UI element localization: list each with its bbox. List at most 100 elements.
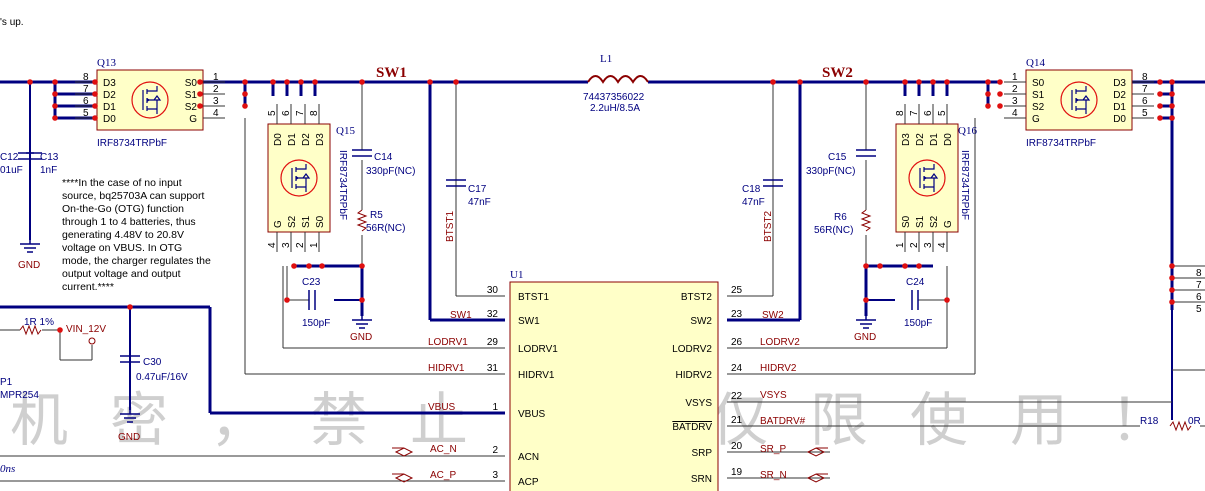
u1-pin-name: VSYS	[685, 398, 712, 409]
c30-val: 0.47uF/16V	[136, 372, 188, 383]
mosfet-pin-name: S0	[185, 78, 198, 89]
junction-dot	[902, 263, 908, 269]
ground-label: GND	[18, 260, 40, 271]
mosfet-pin-name: D3	[1113, 78, 1126, 89]
junction-dot	[242, 91, 248, 97]
mosfet-pin-num: 4	[267, 242, 278, 248]
junction-dot	[1157, 103, 1163, 109]
mosfet-pin-num: 6	[1142, 96, 1148, 107]
junction-dot	[770, 79, 776, 85]
mosfet-pin-name: S2	[1032, 102, 1045, 113]
net-ac-p: AC_P	[430, 470, 456, 481]
junction-dot	[52, 79, 58, 85]
note-line: On-the-Go (OTG) function	[62, 203, 184, 215]
u1-pin-name: SRP	[691, 448, 712, 459]
ground-symbol	[20, 240, 40, 253]
mosfet-pin-num: 8	[83, 72, 89, 83]
net-lodrv2: LODRV2	[760, 337, 800, 348]
c18-ref: C18	[742, 184, 761, 195]
c15-val: 330pF(NC)	[806, 166, 855, 177]
net-hidrv1: HIDRV1	[428, 363, 465, 374]
u1-pin-name: SW1	[518, 316, 540, 327]
mosfet-pin-name: D1	[1113, 102, 1126, 113]
c13-ref: C13	[40, 152, 59, 163]
junction-dot	[1169, 275, 1175, 281]
u1-pin-num: 21	[731, 415, 743, 426]
mosfet-circle	[908, 159, 946, 197]
junction-dot	[127, 304, 133, 310]
net-vbus: VBUS	[428, 402, 456, 413]
u1-pin-num: 2	[492, 445, 498, 456]
mosfet-pin-num: 1	[309, 242, 320, 248]
u1-pin-num: 30	[487, 285, 499, 296]
junction-dot	[52, 115, 58, 121]
p1-ref: P1	[0, 377, 13, 388]
mosfet-circle	[280, 159, 318, 197]
junction-dot	[930, 79, 936, 85]
mosfet-pin-num: 1	[895, 242, 906, 248]
mosfet-pin-name: S0	[315, 215, 326, 228]
junction-dot	[985, 79, 991, 85]
junction-dot	[359, 263, 365, 269]
mosfet-ref: Q16	[958, 125, 977, 137]
u1-pin-num: 1	[492, 402, 498, 413]
edge-text: P1 MPR254 0ns	[0, 377, 39, 475]
u1-pin-name: HIDRV2	[676, 370, 713, 381]
mosfet-pin-num: 5	[83, 108, 89, 119]
signal-wires	[0, 82, 1205, 482]
mosfet-part: IRF8734TRPbF	[959, 150, 970, 220]
mosfet-pin-num: 3	[213, 96, 219, 107]
edge-pin-num: 5	[1196, 304, 1202, 315]
mosfet-pin-num: 4	[937, 242, 948, 248]
u1-pin-num: 25	[731, 285, 743, 296]
note-line: output voltage and output	[62, 268, 181, 280]
junctions	[27, 79, 1175, 333]
note-line: mode, the charger regulates the	[62, 255, 211, 267]
mosfet-pin-name: D2	[1113, 90, 1126, 101]
mosfet-pin-name: S0	[1032, 78, 1045, 89]
junction-dot	[312, 79, 318, 85]
junction-dot	[291, 263, 297, 269]
mosfet-pin-name: S1	[301, 215, 312, 228]
mosfet-ref: Q13	[97, 57, 116, 69]
capacitor-labels: C12 01uF C13 1nF C14 330pF(NC) C15 330pF…	[0, 152, 932, 383]
net-lodrv1: LODRV1	[428, 337, 468, 348]
net-btst1: BTST1	[445, 210, 456, 242]
mosfet-pin-num: 5	[1142, 108, 1148, 119]
mosfet-pin-num: 7	[909, 110, 920, 116]
u1-pin-num: 31	[487, 363, 499, 374]
mosfet-pin-name: D3	[315, 133, 326, 146]
mosfet-arrow	[296, 176, 299, 180]
c24-ref: C24	[906, 277, 925, 288]
mosfet-pin-num: 8	[309, 110, 320, 116]
mosfet-pin-name: D2	[103, 90, 116, 101]
l1-value: 2.2uH/8.5A	[590, 103, 640, 114]
p1-part: MPR254	[0, 390, 39, 401]
u1-ref: U1	[510, 269, 523, 281]
mosfet-pin-name: S2	[287, 215, 298, 228]
net-sw1-small: SW1	[450, 310, 472, 321]
u1-pin-name: BTST1	[518, 292, 550, 303]
note-line: ****In the case of no input	[62, 177, 182, 189]
junction-dot	[1169, 299, 1175, 305]
mosfet-pin-num: 7	[1142, 84, 1148, 95]
junction-dot	[1169, 79, 1175, 85]
r-left-val: 1R 1%	[24, 317, 54, 328]
mosfet-pin-num: 5	[937, 110, 948, 116]
mosfet-pin-name: D1	[287, 133, 298, 146]
junction-dot	[797, 79, 803, 85]
mosfet-pin-name: D0	[103, 114, 116, 125]
net-btst2: BTST2	[763, 210, 774, 242]
c12-val: 01uF	[0, 165, 23, 176]
junction-dot	[270, 79, 276, 85]
u1-pin-num: 24	[731, 363, 743, 374]
r18-val: 0R	[1188, 416, 1201, 427]
c12-ref: C12	[0, 152, 19, 163]
u1-pin-name: BATDRV	[672, 422, 712, 433]
u1-pin-name: ACN	[518, 452, 539, 463]
mosfet-pin-name: D1	[929, 133, 940, 146]
mosfet-pin-num: 6	[281, 110, 292, 116]
